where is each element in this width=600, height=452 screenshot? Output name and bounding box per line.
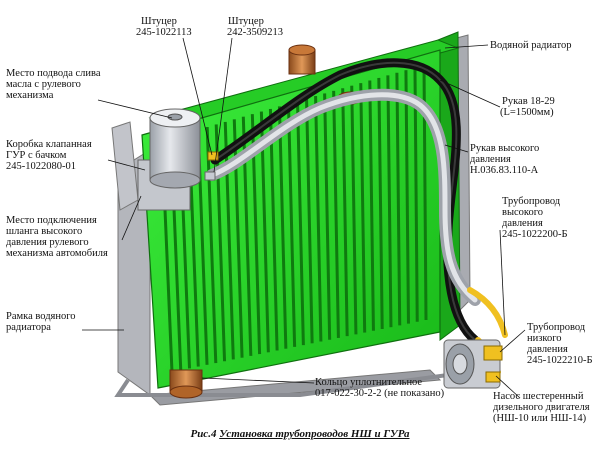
- core-slot: [259, 111, 270, 353]
- label-hp-pipe-1: Трубопровод: [502, 196, 561, 207]
- valve-box-with-tank: [137, 108, 219, 211]
- label-hp-hose-3: Н.036.83.110-А: [470, 165, 539, 176]
- core-slot: [368, 80, 375, 331]
- figure-caption: Рис.4 Установка трубопроводов НШ и ГУРа: [0, 428, 600, 440]
- label-valve-1: Коробка клапанная: [6, 139, 92, 150]
- label-hp-hose-1: Рукав высокого: [470, 143, 540, 154]
- label-pump-1: Насос шестеренный: [493, 391, 584, 402]
- label-shtucer-2-title: Штуцер: [228, 16, 264, 27]
- core-slot: [359, 83, 367, 333]
- label-radiator: Водяной радиатор: [490, 40, 572, 51]
- core-slot: [395, 72, 402, 326]
- core-slot: [205, 127, 218, 364]
- core-slot: [377, 77, 384, 329]
- core-slot: [286, 103, 297, 347]
- core-slot: [268, 108, 279, 351]
- label-drain-1: Место подвода слива: [6, 68, 101, 79]
- label-lp-pipe-2: низкого: [527, 333, 562, 344]
- label-hose-2: (L=1500мм): [500, 107, 554, 118]
- leader-lines: [82, 37, 526, 399]
- label-hose-1: Рукав 18-29: [502, 96, 555, 107]
- label-hp-pipe-2: высокого: [502, 207, 544, 218]
- caption-prefix: Рис.4: [190, 428, 217, 440]
- label-lp-pipe-3: давления: [527, 344, 568, 355]
- label-pump-2: дизельного двигателя: [493, 402, 590, 413]
- core-slot: [314, 96, 323, 342]
- label-drain-3: механизма: [6, 90, 54, 101]
- label-hp-conn-2: шланга высокого: [6, 226, 83, 237]
- core-slot: [296, 101, 305, 346]
- label-valve-3: 245-1022080-01: [6, 161, 76, 172]
- label-ring-2: 017-022-30-2-2 (не показано): [315, 388, 445, 399]
- label-drain-2: масла с рулевого: [6, 79, 81, 90]
- core-slot: [404, 70, 410, 324]
- core-slot: [323, 93, 332, 340]
- label-frame-2: радиатора: [6, 322, 51, 333]
- label-shtucer-1-code: 245-1022113: [136, 27, 192, 38]
- label-pump-3: (НШ-10 или НШ-14): [493, 413, 587, 424]
- core-slot: [214, 124, 227, 362]
- gear-pump: [443, 339, 503, 389]
- label-lp-pipe-4: 245-1022210-Б: [527, 355, 593, 366]
- label-valve-2: ГУР с бачком: [6, 150, 67, 161]
- core-slot: [386, 75, 393, 328]
- label-ring-1: Кольцо уплотнительное: [315, 377, 423, 388]
- bottom-outlet-pipe: [169, 369, 203, 399]
- label-lp-pipe-1: Трубопровод: [527, 322, 586, 333]
- core-slot: [305, 98, 314, 344]
- label-hp-hose-2: давления: [470, 154, 511, 165]
- core-slot: [413, 67, 419, 322]
- caption-title: Установка трубопроводов НШ и ГУРа: [219, 428, 410, 440]
- core-slot: [341, 88, 349, 337]
- label-hp-conn-1: Место подключения: [6, 215, 97, 226]
- label-frame-1: Рамка водяного: [6, 311, 76, 322]
- label-shtucer-2-code: 242-3509213: [227, 27, 283, 38]
- label-hp-pipe-4: 245-1022200-Б: [502, 229, 568, 240]
- label-hp-conn-4: механизма автомобиля: [6, 248, 108, 259]
- label-hp-conn-3: давления рулевого: [6, 237, 89, 248]
- left-mounting-bracket: [111, 121, 139, 211]
- label-hp-pipe-3: давления: [502, 218, 543, 229]
- core-slot: [332, 90, 340, 338]
- core-slot: [350, 85, 358, 335]
- core-slot: [277, 106, 288, 349]
- label-shtucer-1-title: Штуцер: [141, 16, 177, 27]
